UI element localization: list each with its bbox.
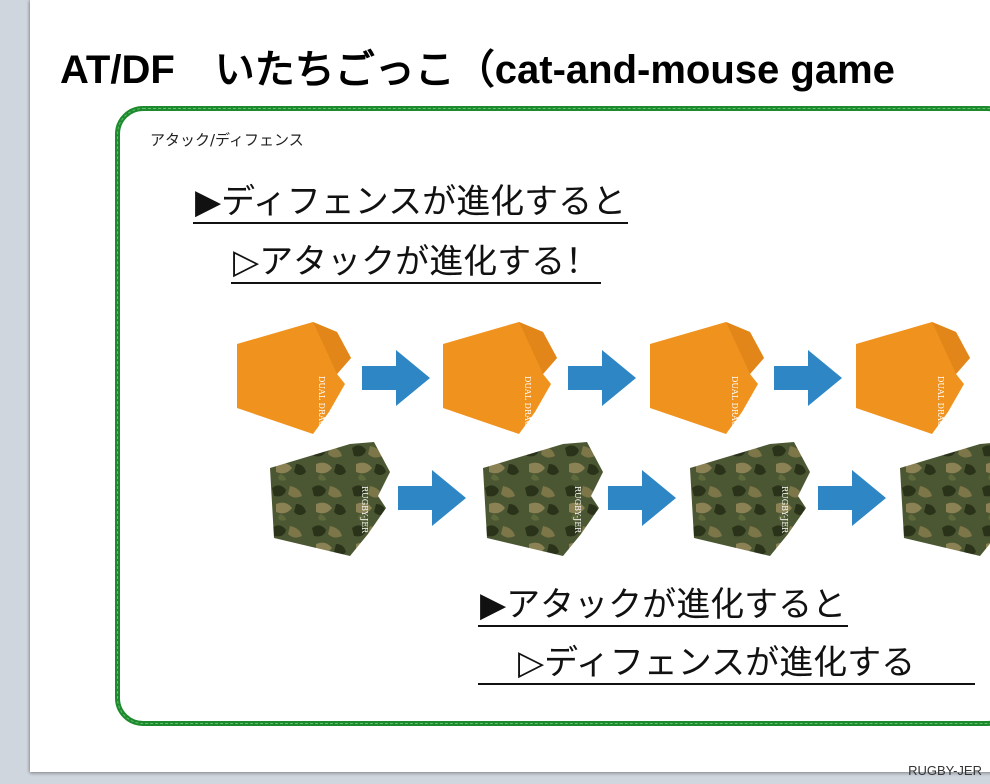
footer-brand: RUGBY-JER: [908, 763, 982, 778]
defense-evolves-result-text: ▷ディフェンスが進化する: [478, 643, 976, 685]
attack-evolves-result-text: ▷アタックが進化する！: [231, 242, 602, 284]
defense-evolves-text: ▶ディフェンスが進化すると: [193, 182, 629, 224]
svg-text:DUAL DRAGON: DUAL DRAGON: [523, 376, 532, 441]
slide-title: AT/DF いたちごっこ（cat-and-mouse game: [60, 48, 895, 92]
orange-shirt: DUAL DRAGON: [237, 322, 351, 441]
svg-text:RUGBY-JER: RUGBY-JER: [573, 486, 582, 534]
svg-text:DUAL DRAGON: DUAL DRAGON: [936, 376, 945, 441]
svg-text:DUAL DRAGON: DUAL DRAGON: [730, 376, 739, 441]
camo-shirt: RUGBY-JER: [270, 442, 390, 556]
arrow-right-icon: [818, 470, 886, 526]
svg-text:RUGBY-JER: RUGBY-JER: [360, 486, 369, 534]
camo-shirt: RUGBY-JER: [690, 442, 810, 556]
arrow-right-icon: [362, 350, 430, 406]
camo-shirt: RUGBY-JER: [483, 442, 603, 556]
orange-shirt: DUAL DRAGON: [443, 322, 557, 441]
orange-shirt: DUAL DRAGON: [856, 322, 970, 441]
orange-shirt: DUAL DRAGON: [650, 322, 764, 441]
frame-label: アタック/ディフェンス: [150, 131, 304, 149]
arrow-right-icon: [568, 350, 636, 406]
arrow-right-icon: [398, 470, 466, 526]
svg-text:DUAL DRAGON: DUAL DRAGON: [317, 376, 326, 441]
attack-evolves-text: ▶アタックが進化すると: [478, 585, 849, 627]
camo-shirt: RUGBY-JER: [900, 443, 990, 556]
content-frame: [115, 106, 990, 726]
arrow-right-icon: [608, 470, 676, 526]
arrow-right-icon: [774, 350, 842, 406]
svg-text:RUGBY-JER: RUGBY-JER: [780, 486, 789, 534]
orange-shirt-row: DUAL DRAGON DUAL DRAGON DUAL DRAGON DUAL…: [237, 322, 970, 441]
camo-shirt-row: RUGBY-JER RUGBY-JER RUGBY-JER RUGBY-JER: [270, 442, 990, 556]
